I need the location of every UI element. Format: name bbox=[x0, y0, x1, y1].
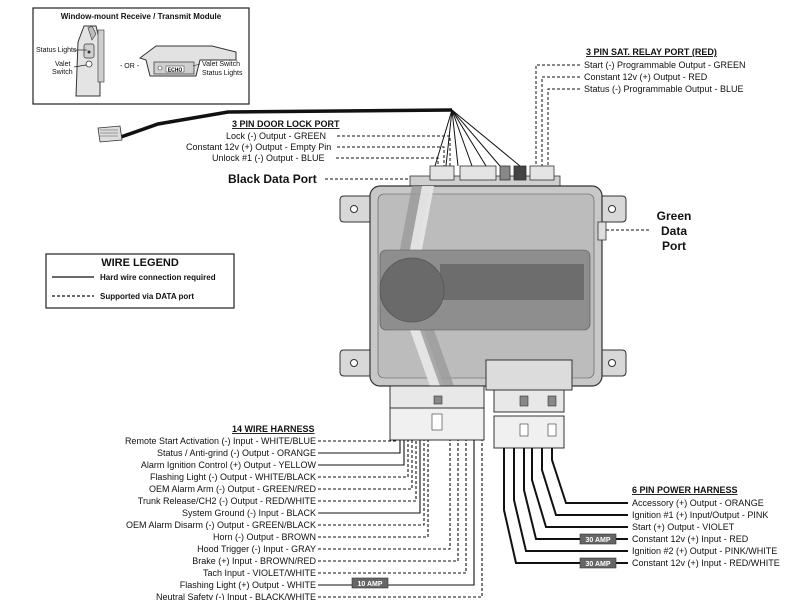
valet-switch-right-label: Valet Switch bbox=[202, 61, 240, 68]
power-harness-6-pin: 6 PIN POWER HARNESS Accessory (+) Output… bbox=[503, 448, 780, 569]
door-lock-line: Lock (-) Output - GREEN bbox=[226, 131, 326, 141]
power6-line: Constant 12v (+) Input - RED/WHITE bbox=[632, 558, 780, 568]
module-box: Window-mount Receive / Transmit Module S… bbox=[32, 7, 250, 105]
svg-text:Port: Port bbox=[662, 239, 686, 253]
green-data-port-label: Green Data Port bbox=[657, 209, 692, 253]
fuse-30amp-label: 30 AMP bbox=[585, 537, 610, 544]
harness14-line: Status / Anti-grind (-) Output - ORANGE bbox=[157, 448, 316, 458]
harness14-line: Alarm Ignition Control (+) Output - YELL… bbox=[141, 460, 317, 470]
harness14-line: Brake (+) Input - BROWN/RED bbox=[192, 556, 316, 566]
valet-switch-left-label-a: Valet bbox=[55, 61, 70, 68]
fuse-10amp-label: 10 AMP bbox=[357, 581, 382, 588]
svg-text:Green: Green bbox=[657, 209, 692, 223]
sat-relay-line: Start (-) Programmable Output - GREEN bbox=[584, 60, 746, 70]
module-cable bbox=[97, 108, 521, 167]
power6-line: Ignition #2 (+) Output - PINK/WHITE bbox=[632, 546, 777, 556]
black-data-port-label: Black Data Port bbox=[228, 172, 317, 186]
harness14-line: Remote Start Activation (-) Input - WHIT… bbox=[125, 436, 316, 446]
harness14-line: System Ground (-) Input - BLACK bbox=[182, 508, 316, 518]
harness14-line: Tach Input - VIOLET/WHITE bbox=[203, 568, 316, 578]
door-lock-line: Constant 12v (+) Output - Empty Pin bbox=[186, 142, 331, 152]
harness14-line: Flashing Light (-) Output - WHITE/BLACK bbox=[150, 472, 316, 482]
fuse-30amp-label: 30 AMP bbox=[585, 561, 610, 568]
control-unit bbox=[339, 165, 627, 449]
power6-line: Ignition #1 (+) Input/Output - PINK bbox=[632, 510, 768, 520]
harness14-line: Horn (-) Output - BROWN bbox=[213, 532, 316, 542]
harness14-line: OEM Alarm Disarm (-) Output - GREEN/BLAC… bbox=[126, 520, 316, 530]
power6-title: 6 PIN POWER HARNESS bbox=[632, 485, 738, 495]
or-label: - OR - bbox=[120, 63, 140, 70]
harness14-line: Flashing Light (+) Output - WHITE bbox=[180, 580, 316, 590]
sat-relay-port: 3 PIN SAT. RELAY PORT (RED) Start (-) Pr… bbox=[535, 47, 746, 170]
legend-hard-wire: Hard wire connection required bbox=[100, 273, 216, 282]
harness14-line: Trunk Release/CH2 (-) Output - RED/WHITE bbox=[138, 496, 316, 506]
harness14-line: OEM Alarm Arm (-) Output - GREEN/RED bbox=[149, 484, 317, 494]
status-lights-left-label: Status Lights bbox=[36, 47, 77, 54]
module-box-title: Window-mount Receive / Transmit Module bbox=[61, 12, 222, 21]
door-lock-title: 3 PIN DOOR LOCK PORT bbox=[232, 119, 340, 129]
harness14-title: 14 WIRE HARNESS bbox=[232, 424, 315, 434]
harness14-line: Hood Trigger (-) Input - GRAY bbox=[197, 544, 316, 554]
valet-switch-left-label-b: Switch bbox=[52, 69, 73, 76]
window-module-vertical-icon bbox=[75, 25, 105, 97]
door-lock-line: Unlock #1 (-) Output - BLUE bbox=[212, 153, 325, 163]
harness14-line: Neutral Safety (-) Input - BLACK/WHITE bbox=[156, 592, 316, 600]
sat-relay-line: Constant 12v (+) Output - RED bbox=[584, 72, 708, 82]
status-lights-right-label: Status Lights bbox=[202, 70, 243, 77]
power6-line: Constant 12v (+) Input - RED bbox=[632, 534, 749, 544]
legend-title: WIRE LEGEND bbox=[101, 257, 179, 269]
svg-text:Data: Data bbox=[661, 224, 687, 238]
harness-14-wire: 14 WIRE HARNESS Remote Start Activation … bbox=[125, 424, 483, 600]
power6-line: Start (+) Output - VIOLET bbox=[632, 522, 735, 532]
power6-line: Accessory (+) Output - ORANGE bbox=[632, 498, 764, 508]
wire-legend: WIRE LEGEND Hard wire connection require… bbox=[45, 253, 235, 309]
door-lock-port: 3 PIN DOOR LOCK PORT Lock (-) Output - G… bbox=[186, 119, 451, 170]
sat-relay-title: 3 PIN SAT. RELAY PORT (RED) bbox=[586, 47, 717, 57]
sat-relay-line: Status (-) Programmable Output - BLUE bbox=[584, 84, 744, 94]
window-module-horizontal-icon: ECHO bbox=[138, 45, 237, 77]
legend-data-port: Supported via DATA port bbox=[100, 292, 194, 301]
echo-device-label: ECHO bbox=[168, 68, 183, 74]
